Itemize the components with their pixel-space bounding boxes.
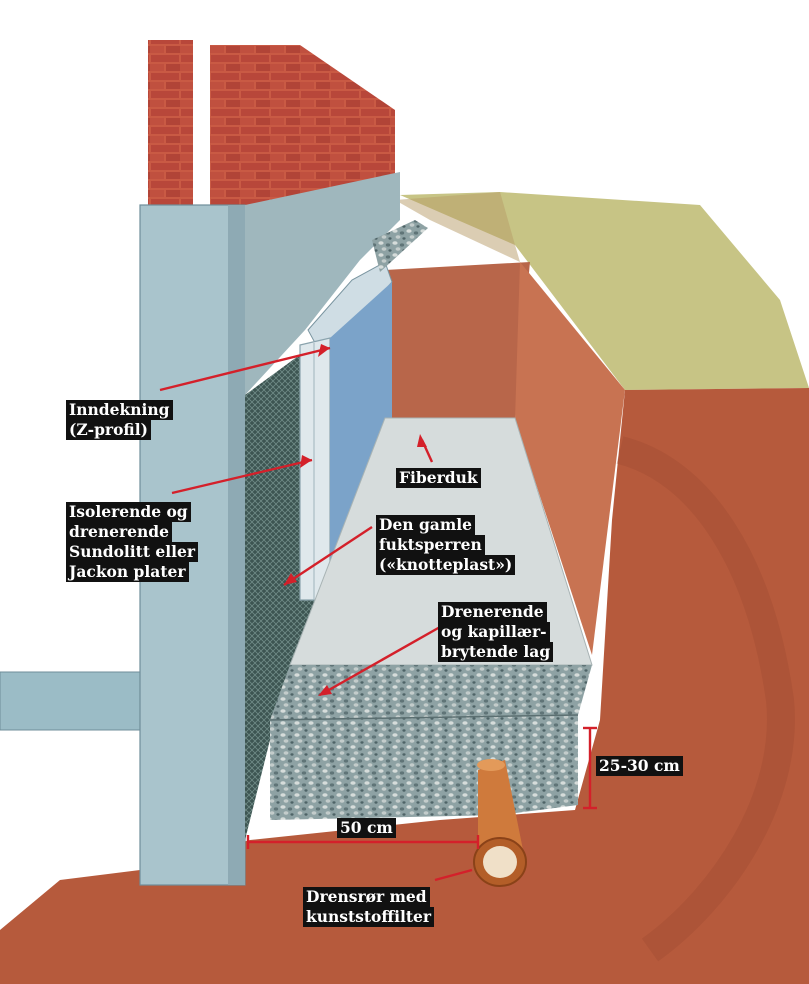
label-fuktsperren: Den gamle fuktsperren («knotteplast») [376,515,516,575]
label-drensror: Drensrør med kunststoffilter [303,887,435,927]
arrow-inndekning [159,346,331,392]
soil-trench-right-wall [515,262,625,655]
gravel-layer-front [270,715,578,820]
soil-shading [616,436,795,962]
drain-pipe-top [477,759,505,771]
label-drenerende-lag: Drenerende og kapillær- brytende lag [438,602,554,662]
label-inndekning: Inndekning (Z-profil) [66,400,173,440]
insulation-panel [299,337,331,601]
gravel-top [372,220,428,272]
label-isolerende: Isolerende og drenerende Sundolitt eller… [66,502,199,582]
label-width-dimension: 50 cm [337,818,396,838]
label-fiberduk: Fiberduk [396,468,481,488]
brick-wall-left [148,40,193,210]
arrow-drenerende [319,625,441,697]
arrow-fuktsperren [283,525,373,587]
grass-surface [400,192,809,390]
arrow-isolerende [171,458,313,495]
soil-trench-back [385,262,530,420]
moisture-barrier [330,282,392,590]
label-height-dimension: 25-30 cm [596,756,683,776]
arrow-drensror [434,868,473,882]
brick-wall-main [210,45,395,210]
trench-top-edge [395,192,520,262]
gravel-layer-top [270,665,592,720]
annotation-arrows [159,344,597,882]
soil-ground [0,388,809,984]
basement-floor [0,671,151,731]
foundation-wall [245,172,400,395]
column-side [228,205,245,885]
